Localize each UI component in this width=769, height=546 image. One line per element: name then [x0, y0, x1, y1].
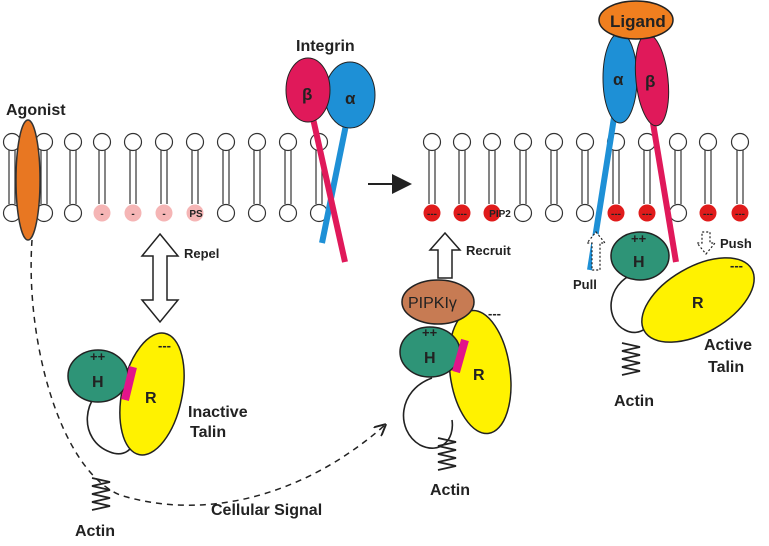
lipid [154, 132, 174, 222]
plus-label-recruited: ++ [422, 325, 438, 340]
alpha-label: α [345, 89, 356, 108]
talin-recruited: PIPKIγ H ++ R --- [399, 279, 512, 471]
lipid [216, 132, 236, 223]
actin-spring-active [621, 342, 641, 376]
push-arrow [695, 231, 717, 255]
rod-label-recruited: R [473, 367, 485, 384]
minus-label-recruited: --- [488, 306, 501, 321]
recruit-arrow [428, 231, 462, 279]
lipid [123, 132, 143, 222]
alpha-label-active: α [613, 70, 624, 89]
lipid [575, 132, 595, 223]
minus-label-active: --- [730, 258, 743, 273]
lipid [247, 132, 267, 223]
rod-label-inactive: R [145, 390, 157, 407]
recruit-label: Recruit [466, 243, 511, 258]
pull-arrow [585, 231, 607, 271]
actin-label-middle: Actin [430, 482, 470, 499]
lipid [637, 132, 657, 222]
headgroup-charge-label: --- [457, 209, 467, 220]
talin-linker-recruited [452, 338, 469, 374]
headgroup-charge-label: --- [427, 209, 437, 220]
lipid [422, 132, 442, 222]
lipid [34, 132, 54, 223]
actin-spring-recruited [437, 437, 457, 471]
inactive-talin-label-2: Talin [190, 424, 226, 441]
lipid [452, 132, 472, 222]
inactive-talin-label-1: Inactive [188, 404, 248, 421]
lipid [2, 132, 22, 223]
plus-label-inactive: ++ [90, 349, 106, 364]
headgroup-charge-label: - [131, 209, 134, 220]
minus-label-inactive: --- [158, 338, 171, 353]
integrin-inactive: α β [285, 57, 376, 263]
repel-label: Repel [184, 246, 219, 261]
pipki-label: PIPKIγ [408, 295, 457, 312]
head-label-recruited: H [424, 350, 436, 367]
pipki-enzyme [401, 279, 475, 325]
actin-label-left: Actin [75, 523, 115, 540]
lipid [185, 132, 205, 222]
cellular-signal-path [30, 239, 385, 506]
lipid [92, 132, 112, 222]
actin-spring-inactive [91, 477, 111, 511]
plus-label-active: ++ [631, 231, 647, 246]
lipid [63, 132, 83, 223]
lipid [482, 132, 502, 222]
headgroup-charge-label: - [100, 209, 103, 220]
membrane-right: --- --- --- --- --- --- PIP2 [422, 132, 750, 223]
headgroup-charge-label: --- [642, 209, 652, 220]
push-label: Push [720, 236, 752, 251]
lipid [513, 132, 533, 223]
pull-label: Pull [573, 277, 597, 292]
agonist-label: Agonist [6, 102, 66, 119]
lipid [698, 132, 718, 222]
agonist-receptor [15, 119, 41, 241]
active-talin-label-1: Active [704, 337, 752, 354]
talin-rod-active [641, 257, 755, 343]
integrin-beta-subunit [285, 57, 331, 123]
integrin-label: Integrin [296, 38, 355, 55]
talin-active: H ++ R --- [610, 231, 755, 376]
lipid [606, 132, 626, 222]
beta-label-active: β [645, 72, 655, 91]
active-talin-label-2: Talin [708, 359, 744, 376]
integrin-active: Ligand α β [587, 0, 679, 271]
head-label-active: H [633, 254, 645, 271]
cellular-signal-label: Cellular Signal [211, 502, 322, 519]
headgroup-charge-label: --- [611, 209, 621, 220]
head-label-inactive: H [92, 374, 104, 391]
lipid [544, 132, 564, 223]
pip2-label: PIP2 [489, 209, 511, 220]
headgroup-charge-label: --- [735, 209, 745, 220]
talin-head-active [610, 231, 670, 281]
talin-linker-inactive [121, 366, 137, 401]
lipid [668, 132, 688, 223]
headgroup-charge-label: --- [703, 209, 713, 220]
ps-label: PS [189, 209, 203, 220]
ligand [598, 0, 674, 40]
headgroup-charge-label: - [162, 209, 165, 220]
beta-label: β [302, 85, 312, 104]
membrane-left: - - - PS [2, 132, 329, 223]
talin-inactive: H ++ R --- [67, 332, 185, 511]
rod-label-active: R [692, 295, 704, 312]
lipid [730, 132, 750, 222]
lipid [278, 132, 298, 223]
actin-label-right: Actin [614, 393, 654, 410]
ligand-label: Ligand [610, 12, 666, 31]
repel-arrow [140, 232, 180, 324]
